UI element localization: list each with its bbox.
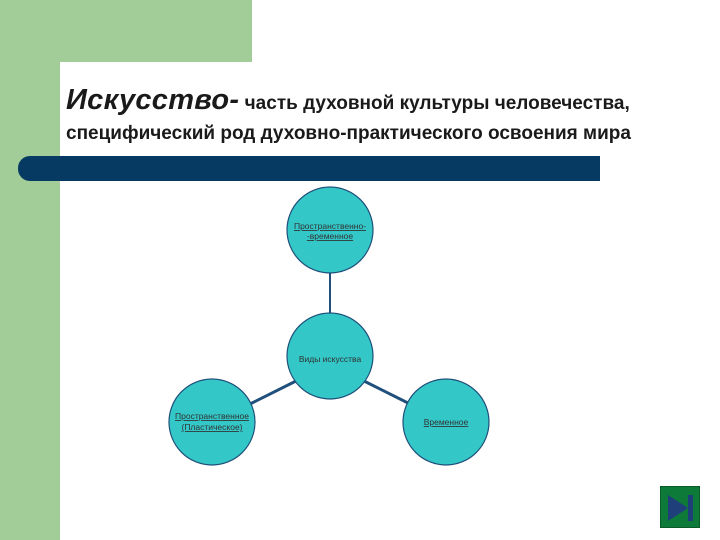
top-decor-bar: [0, 0, 252, 62]
left-decor-bar: [0, 0, 60, 540]
node-spatial-temporal-label-2: -временное: [307, 231, 353, 241]
node-spatial[interactable]: Пространственное (Пластическое): [168, 378, 256, 466]
next-slide-icon: [668, 495, 693, 521]
next-slide-button[interactable]: [660, 486, 700, 528]
node-art-types[interactable]: Виды искусства: [286, 312, 374, 400]
node-spatial-label-2: (Пластическое): [181, 422, 242, 432]
node-spatial-temporal-label-1: Пространственно-: [294, 221, 366, 231]
title-definition-end: специфический род духовно-практического …: [66, 123, 631, 144]
connector-right: [363, 379, 411, 406]
node-temporal[interactable]: Временное: [402, 378, 490, 466]
title-term: Искусство-: [66, 84, 240, 116]
node-temporal-label: Временное: [424, 417, 469, 427]
node-art-types-label: Виды искусства: [299, 354, 362, 364]
title-underline-bar: [18, 156, 600, 181]
node-spatial-label-1: Пространственное: [175, 411, 249, 421]
title-definition-start: часть духовной культуры человечества,: [239, 93, 630, 114]
content-corner: [60, 62, 120, 122]
node-spatial-temporal[interactable]: Пространственно- -временное: [286, 186, 374, 274]
connector-left: [249, 379, 297, 406]
slide-title: Искусство- часть духовной культуры челов…: [66, 84, 706, 145]
